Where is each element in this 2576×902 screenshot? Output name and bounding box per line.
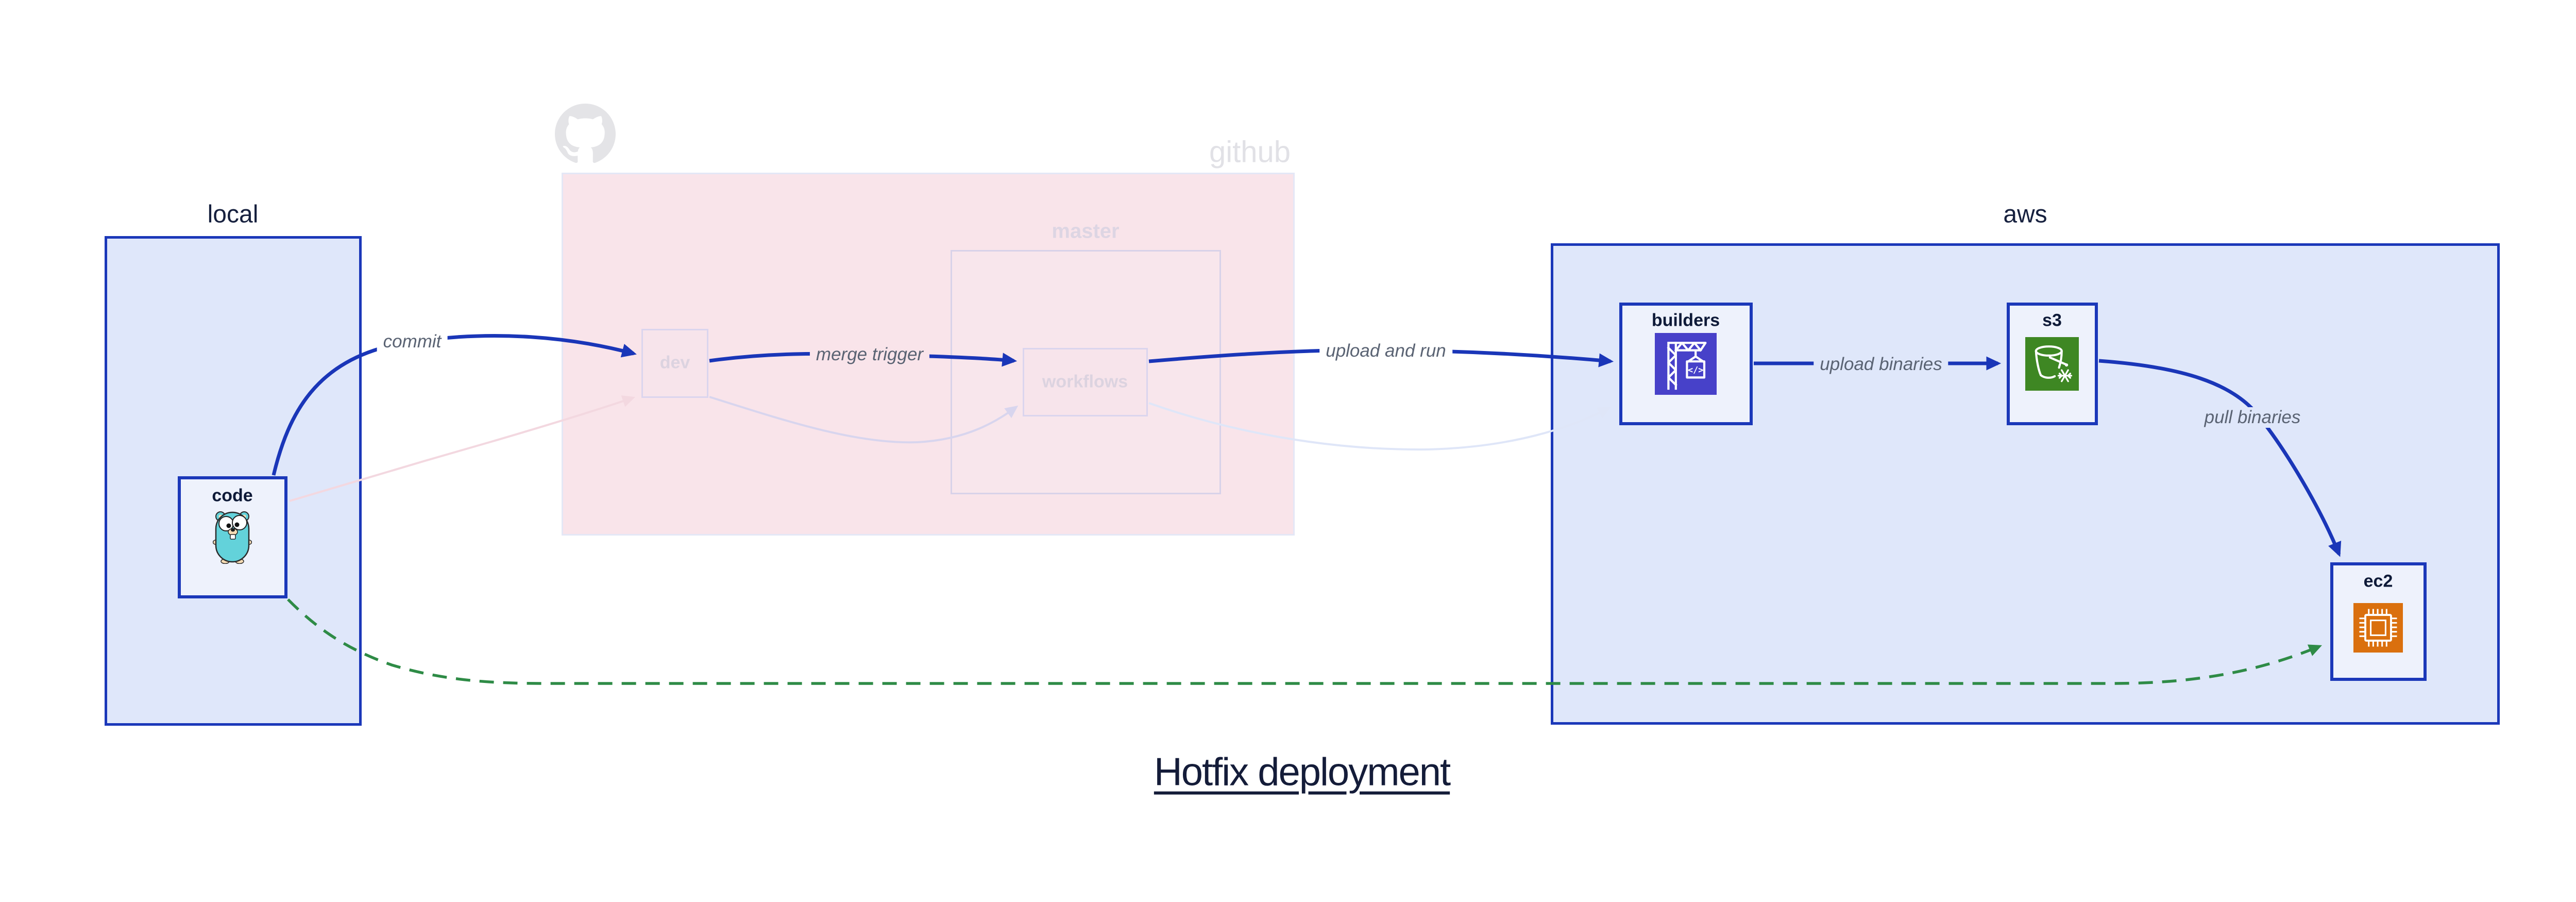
master-label: master	[1052, 220, 1120, 243]
aws-label: aws	[2003, 201, 2047, 228]
node-s3-label: s3	[2042, 310, 2062, 330]
edge-label-upload-and-run: upload and run	[1319, 341, 1452, 361]
edge-code-dev	[272, 334, 637, 476]
edge-workflows-builders-faded	[1148, 402, 1611, 451]
ec2-chip-icon	[2353, 603, 2403, 653]
edge-code-ec2-hotfix	[287, 598, 2323, 685]
node-ec2-label: ec2	[2363, 571, 2393, 591]
node-builders-label: builders	[1651, 310, 1720, 330]
node-workflows-label: workflows	[1042, 372, 1128, 392]
diagram-title: Hotfix deployment	[1154, 750, 1451, 794]
edge-dev-workflows-faded	[709, 396, 1019, 444]
s3-bucket-snowflake-icon	[2025, 337, 2079, 391]
node-workflows	[1023, 348, 1148, 416]
octocat-icon	[555, 104, 616, 163]
node-dev	[641, 329, 708, 398]
edge-code-dev-faded	[289, 395, 636, 502]
node-s3	[2007, 303, 2098, 425]
edge-label-pull-binaries: pull binaries	[2198, 407, 2307, 428]
node-dev-label: dev	[659, 353, 690, 373]
github-watermark-label: github	[1209, 135, 1291, 169]
codebuild-crane-icon: </>	[1655, 333, 1717, 395]
local-label: local	[207, 201, 259, 228]
edge-label-merge-trigger: merge trigger	[809, 344, 930, 365]
edge-label-upload-binaries: upload binaries	[1814, 354, 1948, 375]
edge-s3-ec2	[2098, 359, 2342, 557]
node-code-label: code	[212, 486, 253, 506]
go-gopher-icon	[213, 511, 252, 564]
edge-label-commit: commit	[377, 331, 448, 352]
codebuild-code-glyph: </>	[1688, 364, 1703, 375]
